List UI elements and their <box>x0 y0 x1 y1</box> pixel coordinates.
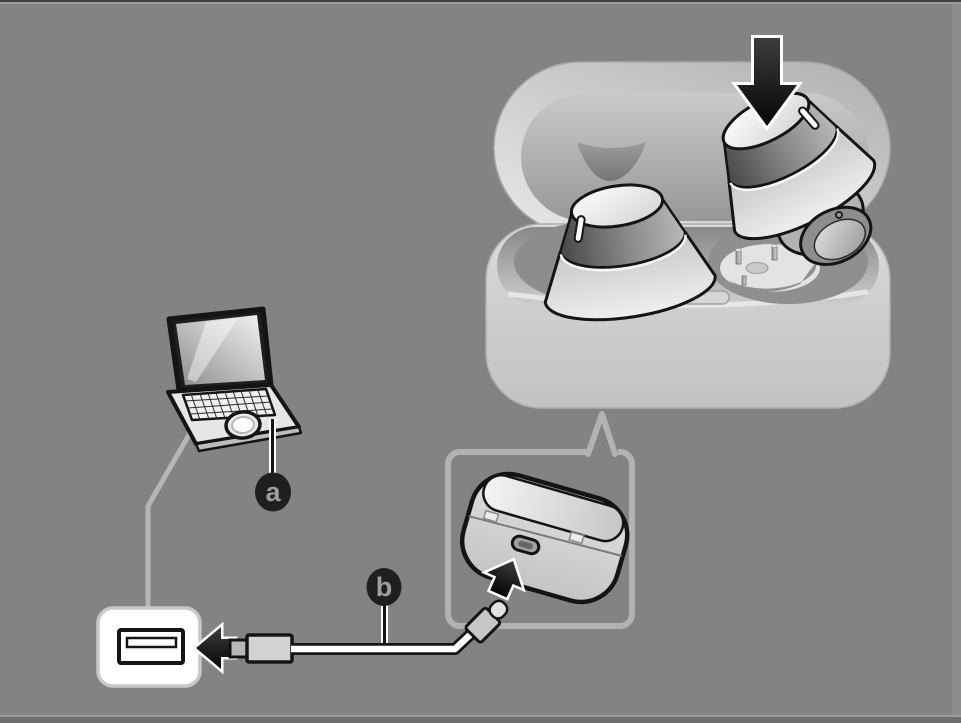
earbud-sensor-dot <box>835 211 843 219</box>
pin-1-top <box>735 248 742 252</box>
inset-frame <box>445 449 635 629</box>
right-earbud-tip <box>813 218 866 261</box>
center-nub <box>745 262 769 274</box>
inset-pointer <box>585 411 618 457</box>
pin-2-top <box>771 244 778 248</box>
pin-3 <box>741 275 747 286</box>
keyboard-keys <box>184 389 274 421</box>
top-edge-dark <box>0 0 961 2</box>
usb-c-plug <box>464 599 509 644</box>
lid-notch <box>577 142 646 181</box>
laptop-screen <box>176 315 265 385</box>
label-a-text: a <box>265 477 281 507</box>
left-earbud-band-highlight <box>559 234 687 272</box>
bottom-edge-light <box>0 715 961 717</box>
usb-a-port-tongue <box>125 636 178 649</box>
open-charging-case <box>485 35 891 409</box>
label-b-text: b <box>376 572 393 602</box>
hinge-tab-left <box>482 509 500 523</box>
usb-a-plug <box>228 633 294 664</box>
label-b-circle <box>366 568 402 606</box>
usb-cable <box>291 627 478 655</box>
down-arrow-icon <box>731 35 803 132</box>
usb-port-panel <box>96 606 202 688</box>
label-a-callout: a <box>255 419 291 512</box>
left-earbud-top <box>569 183 665 229</box>
left-earbud-vent <box>573 215 586 243</box>
pin-1 <box>735 249 742 265</box>
hinge-tab-right <box>568 531 585 545</box>
screen-glare <box>187 318 238 382</box>
right-earbud-band-highlight <box>729 127 840 192</box>
laptop-trackpad-inner <box>231 415 255 435</box>
plug-in-arrow <box>480 557 526 601</box>
usb-a-plug-body <box>245 633 294 664</box>
left-earbud <box>543 183 717 322</box>
pin-2 <box>771 245 778 261</box>
cable-core <box>291 629 476 653</box>
charging-pins <box>735 244 778 286</box>
leader-line <box>145 431 193 612</box>
right-earbud-vent <box>798 106 820 130</box>
right-edge-band <box>952 0 961 723</box>
usb-c-plug-tip <box>488 599 509 620</box>
closed-case-top <box>482 474 625 543</box>
closed-case-seam <box>468 515 623 557</box>
label-b-callout: b <box>366 568 402 606</box>
bottom-edge-dark <box>0 717 961 723</box>
insert-earbud-arrow <box>731 35 803 132</box>
platform-shadow <box>728 262 817 293</box>
laptop <box>166 306 303 453</box>
up-right-arrow-icon <box>480 557 526 601</box>
usb-c-port-slot <box>518 540 533 550</box>
top-edge-light <box>0 2 961 4</box>
label-a-circle <box>255 472 291 512</box>
